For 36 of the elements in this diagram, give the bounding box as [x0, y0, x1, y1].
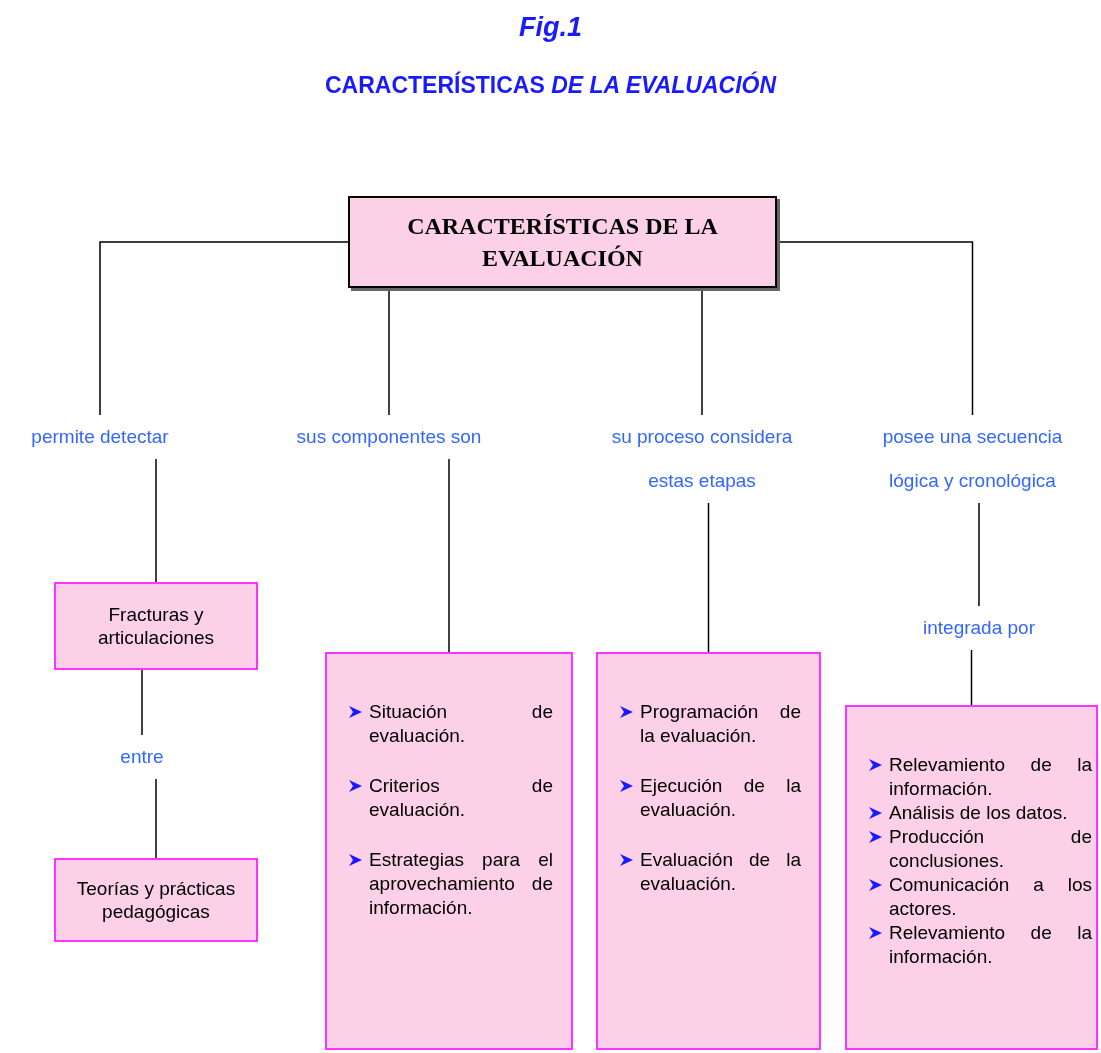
concept-box — [54, 582, 258, 670]
list-item: Relevamiento de la información. — [889, 921, 1092, 969]
list-box — [845, 705, 1098, 1050]
connector-line — [141, 669, 143, 736]
concept-box — [54, 858, 258, 942]
diagram-title: CARACTERÍSTICAS DE LA EVALUACIÓN — [323, 72, 778, 99]
title-box — [348, 196, 777, 288]
box-text: CARACTERÍSTICAS DE LA EVALUACIÓN — [406, 212, 719, 273]
link-phrase: posee una secuencia lógica y cronológica — [881, 425, 1064, 493]
list-item: Estrategias para el aprovechamiento de información. — [369, 848, 553, 920]
link-phrase: permite detectar — [31, 425, 169, 449]
link-phrase: sus componentes son — [296, 425, 482, 449]
list-item: Análisis de los datos. — [889, 801, 1069, 825]
list-item: Programación de la evaluación. — [640, 700, 801, 748]
connector-line — [978, 502, 980, 607]
list-item: Situación de evaluación. — [369, 700, 553, 748]
list-item: Evaluación de la evaluación. — [640, 848, 801, 896]
box-text: Teorías y prácticas pedagógicas — [75, 877, 237, 923]
list-item: Relevamiento de la información. — [889, 753, 1092, 801]
connector-line — [970, 649, 973, 706]
connector-line — [155, 778, 157, 859]
link-phrase: integrada por — [923, 616, 1035, 640]
link-phrase: entre — [120, 745, 164, 769]
connector-line — [448, 458, 450, 653]
list-item: Criterios de evaluación. — [369, 774, 553, 822]
list-item: Producción de conclusiones. — [889, 825, 1092, 873]
list-item: Ejecución de la evaluación. — [640, 774, 801, 822]
list-box — [325, 652, 573, 1050]
list-item: Comunicación a los actores. — [889, 873, 1092, 921]
connector-line — [707, 502, 710, 653]
figure-number: Fig.1 — [518, 12, 583, 43]
connector-line — [155, 458, 157, 583]
connector-line — [99, 241, 349, 416]
box-text: Fracturas y articulaciones — [96, 603, 216, 649]
list-box — [596, 652, 821, 1050]
link-phrase: su proceso considera estas etapas — [610, 425, 794, 493]
